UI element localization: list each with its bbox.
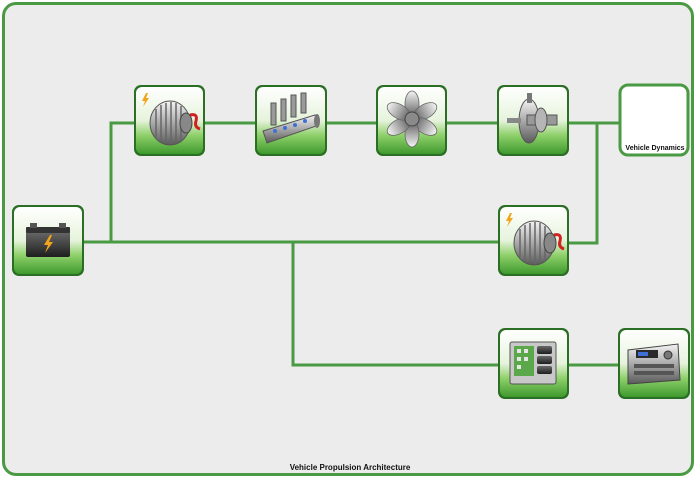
electronic-control-unit-icon — [509, 341, 557, 385]
vehicle-dynamics-label: Vehicle Dynamics — [625, 145, 685, 152]
electric-motor-top-node[interactable] — [134, 85, 205, 156]
car-radio-icon — [627, 343, 681, 385]
transmission-icon — [507, 93, 558, 144]
electric-motor-icon — [506, 213, 565, 266]
engine-crankshaft-icon — [262, 92, 320, 144]
vehicle-dynamics-box — [618, 83, 690, 157]
vehicle-dynamics-node[interactable] — [618, 83, 690, 157]
radio-node[interactable] — [618, 328, 690, 399]
battery-node[interactable] — [12, 205, 84, 276]
electric-motor-mid-node[interactable] — [498, 205, 569, 276]
line-battery-to-top-motor — [109, 121, 135, 242]
controller-node[interactable] — [498, 328, 569, 399]
battery-icon — [26, 223, 70, 257]
electric-motor-icon — [142, 93, 201, 146]
fan-icon — [386, 90, 438, 148]
diagram-frame — [2, 2, 694, 476]
transmission-node[interactable] — [497, 85, 569, 156]
line-to-controller — [291, 242, 499, 367]
diagram-caption: Vehicle Propulsion Architecture — [289, 463, 411, 472]
engine-node[interactable] — [255, 85, 327, 156]
line-mid-motor-to-dynamics — [568, 123, 599, 245]
fan-node[interactable] — [376, 85, 447, 156]
